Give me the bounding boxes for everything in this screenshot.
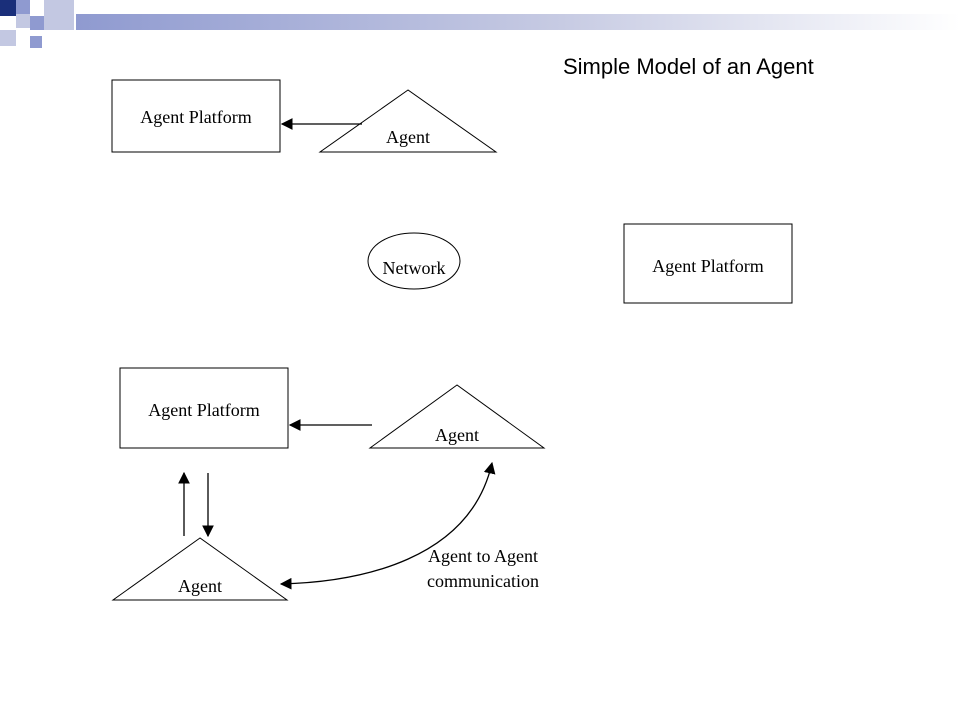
corner-square-small (30, 36, 42, 48)
agent-platform-label-top: Agent Platform (140, 107, 251, 127)
communication-label-line2: communication (427, 571, 539, 591)
corner-square-dark (0, 0, 16, 16)
agent-to-agent-communication-arrow (279, 461, 496, 590)
agent-platform-box-top (111, 79, 281, 153)
corner-square-mid-2 (30, 16, 44, 30)
communication-label-line1: Agent to Agent (428, 546, 538, 566)
agent-label-top: Agent (386, 127, 430, 147)
agent-triangle-bottom-right (368, 384, 546, 449)
corner-square-light (16, 14, 30, 28)
agent-platform-box-right (623, 223, 793, 304)
corner-square-mid (16, 0, 30, 14)
slide-title: Simple Model of an Agent (563, 54, 814, 79)
agent-platform-label-right: Agent Platform (652, 256, 763, 276)
network-label: Network (383, 258, 446, 278)
corner-square-large (44, 0, 74, 30)
top-gradient-bar (76, 14, 960, 30)
agent-platform-box-bottom (119, 367, 289, 449)
network-ellipse (367, 232, 461, 290)
agent-label-bottom-right: Agent (435, 425, 479, 445)
agent-triangle-top (318, 89, 498, 153)
corner-decoration (0, 0, 960, 48)
agent-triangle-bottom-left (111, 537, 289, 601)
corner-square-light-2 (0, 30, 16, 46)
agent-label-bottom-left: Agent (178, 576, 222, 596)
agent-platform-label-bottom: Agent Platform (148, 400, 259, 420)
